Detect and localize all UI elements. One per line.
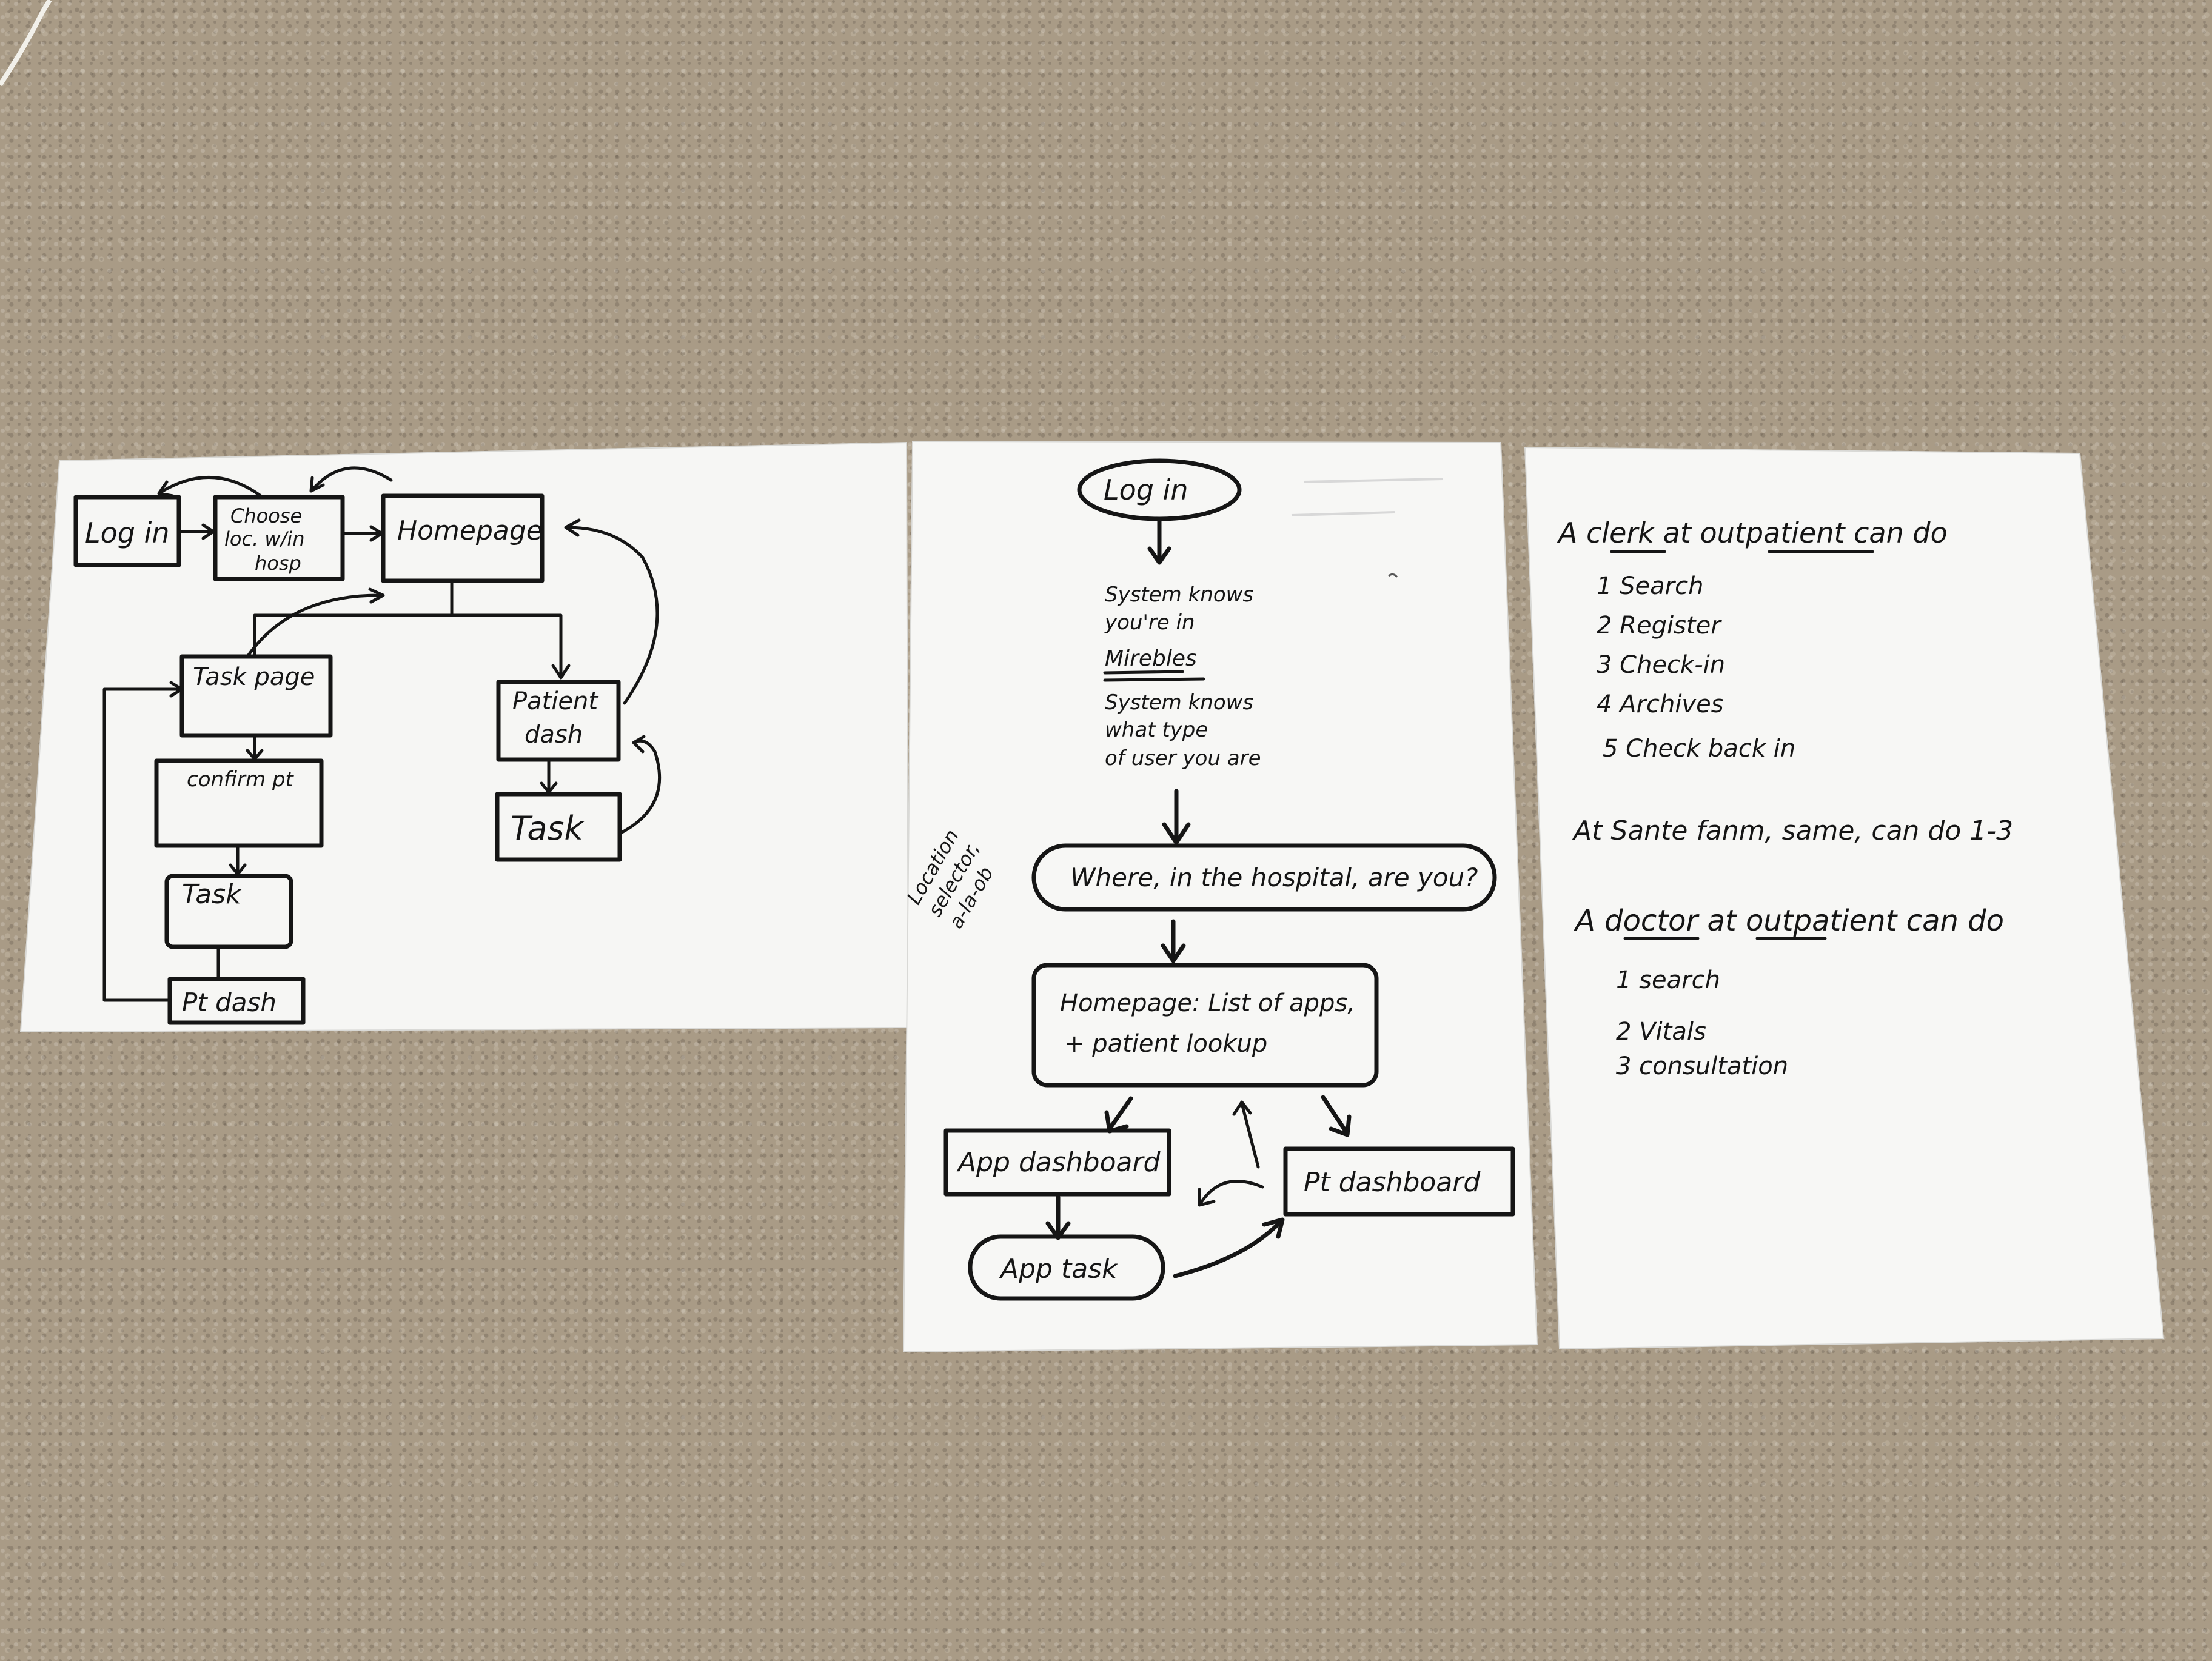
left-task-page-label: Task page bbox=[193, 663, 315, 691]
right-doctor-section: A doctor at outpatient can do 1 search 2… bbox=[1574, 904, 2004, 1080]
middle-system-knows-user-type: System knows what type of user you are bbox=[1105, 690, 1261, 770]
right-clerk-item-2: 2 Register bbox=[1597, 612, 1722, 640]
left-choose-location-box: Choose loc. w/in hosp bbox=[213, 495, 345, 581]
left-patient-dash-label-2: dash bbox=[525, 721, 583, 749]
right-sante-section: At Sante fanm, same, can do 1-3 bbox=[1572, 815, 2013, 846]
middle-system-knows-3: Mirebles bbox=[1105, 646, 1197, 671]
left-homepage-label: Homepage bbox=[397, 515, 543, 546]
right-doctor-item-1: 1 search bbox=[1616, 966, 1720, 994]
left-task-box: Task bbox=[164, 874, 293, 949]
left-task-b-label: Task bbox=[511, 809, 585, 847]
left-pt-dash-label: Pt dash bbox=[182, 988, 276, 1017]
middle-homepage-box: Homepage: List of apps, + patient lookup bbox=[1031, 963, 1379, 1088]
left-patient-dash-label-1: Patient bbox=[512, 687, 598, 715]
left-task-b-box: Task bbox=[495, 792, 622, 862]
left-homepage-box: Homepage bbox=[381, 493, 545, 583]
middle-system-knows-location: System knows you're in Mirebles bbox=[1103, 583, 1253, 682]
right-clerk-heading: A clerk at outpatient can do bbox=[1557, 516, 1948, 549]
right-clerk-item-3: 3 Check-in bbox=[1597, 651, 1725, 679]
right-clerk-section: A clerk at outpatient can do 1 Search 2 … bbox=[1557, 516, 1948, 763]
middle-login-oval: Log in bbox=[1077, 458, 1242, 521]
middle-system-type-2: what type bbox=[1105, 718, 1208, 742]
right-sante-line: At Sante fanm, same, can do 1-3 bbox=[1572, 815, 2013, 846]
left-confirm-pt-label: confirm pt bbox=[187, 767, 294, 792]
middle-app-dashboard-box: App dashboard bbox=[943, 1128, 1171, 1197]
card-right: A clerk at outpatient can do 1 Search 2 … bbox=[1524, 446, 2165, 1350]
middle-login-label: Log in bbox=[1104, 473, 1188, 506]
middle-app-task-label: App task bbox=[999, 1254, 1118, 1285]
cable bbox=[0, 0, 52, 87]
left-choose-label-2: loc. w/in bbox=[224, 527, 305, 550]
right-clerk-item-4: 4 Archives bbox=[1597, 690, 1724, 718]
middle-where-label: Where, in the hospital, are you? bbox=[1070, 863, 1478, 892]
right-doctor-item-2: 2 Vitals bbox=[1616, 1018, 1706, 1046]
right-clerk-item-5: 5 Check back in bbox=[1603, 735, 1795, 763]
card-middle: Log in System knows you're in Mirebles S… bbox=[902, 440, 1538, 1353]
left-choose-label-1: Choose bbox=[230, 504, 302, 527]
left-login-label: Log in bbox=[85, 516, 170, 549]
middle-homepage-1: Homepage: List of apps, bbox=[1060, 989, 1355, 1017]
middle-pt-dashboard-box: Pt dashboard bbox=[1283, 1146, 1515, 1217]
middle-system-type-1: System knows bbox=[1105, 690, 1253, 715]
left-arrows bbox=[102, 466, 662, 1002]
right-doctor-item-3: 3 consultation bbox=[1616, 1052, 1788, 1080]
middle-system-knows-2: you're in bbox=[1104, 610, 1195, 635]
middle-app-dashboard-label: App dashboard bbox=[956, 1147, 1161, 1178]
left-task-label: Task bbox=[182, 879, 242, 910]
right-clerk-item-1: 1 Search bbox=[1597, 572, 1703, 600]
card-left: Log in Choose loc. w/in hosp Homepage Ta… bbox=[19, 441, 910, 1033]
middle-system-type-3: of user you are bbox=[1105, 746, 1261, 770]
left-choose-label-3: hosp bbox=[255, 552, 301, 575]
middle-where-oval: Where, in the hospital, are you? bbox=[1031, 843, 1497, 912]
middle-app-task-oval: App task bbox=[968, 1234, 1165, 1301]
middle-system-knows-1: System knows bbox=[1105, 583, 1253, 607]
left-patient-dash-box: Patient dash bbox=[496, 680, 621, 762]
right-doctor-heading: A doctor at outpatient can do bbox=[1574, 904, 2004, 938]
middle-pt-dashboard-label: Pt dashboard bbox=[1304, 1167, 1481, 1198]
middle-homepage-2: + patient lookup bbox=[1064, 1030, 1267, 1058]
